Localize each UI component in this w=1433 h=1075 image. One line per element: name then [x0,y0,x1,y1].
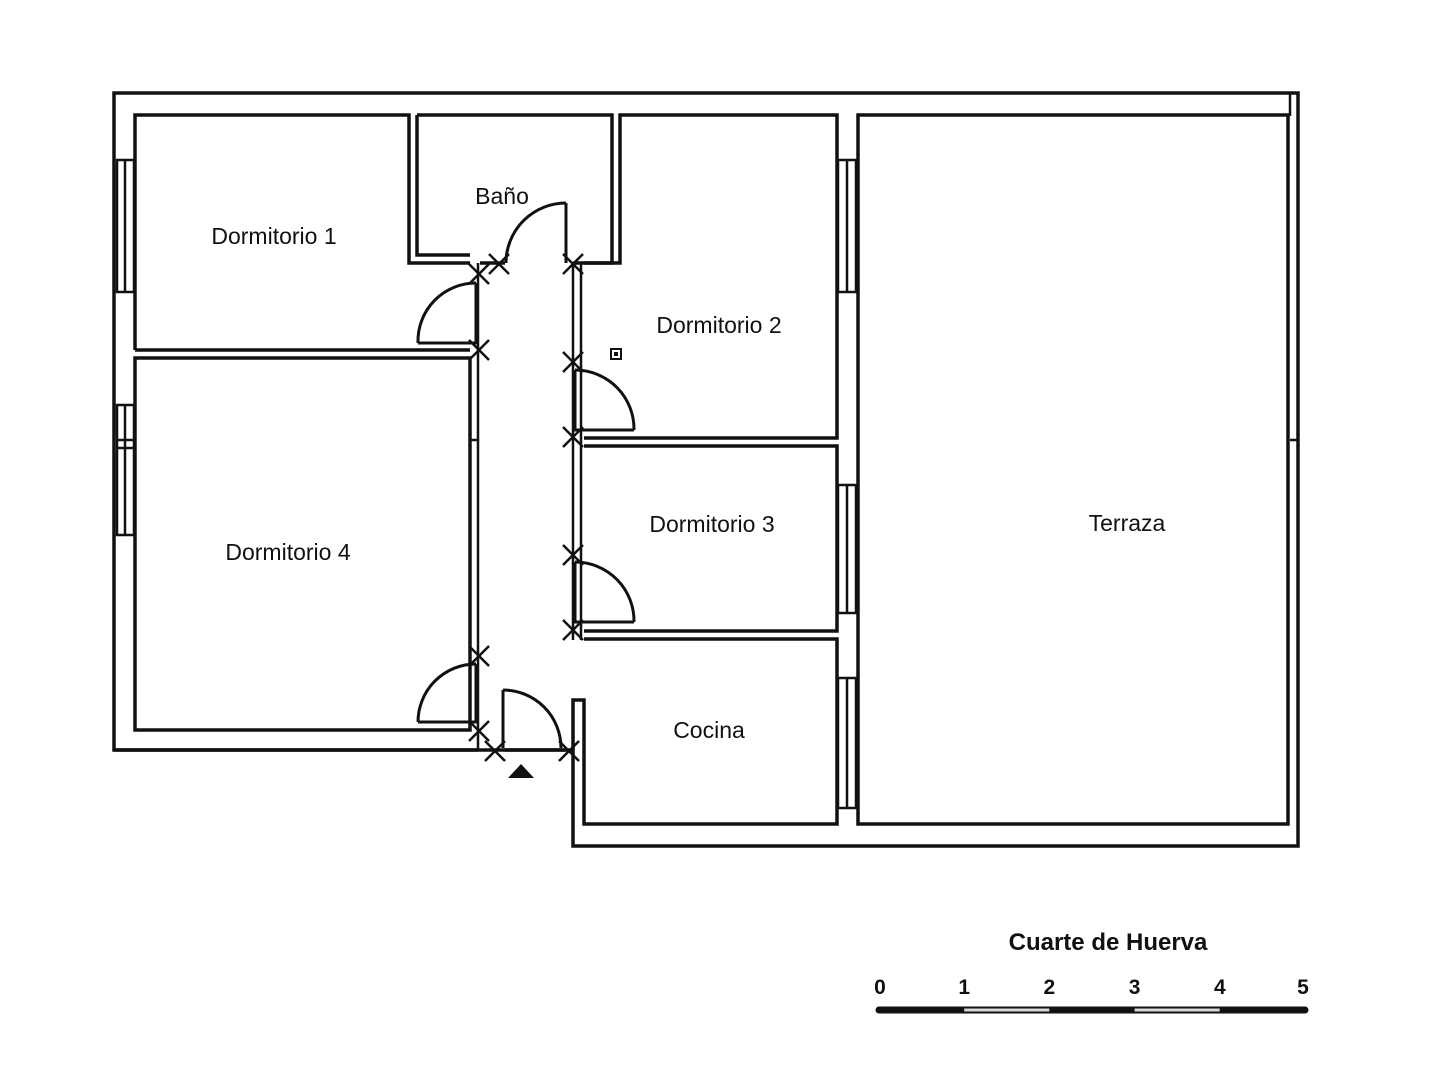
room-dormitorio-4-walls [133,356,472,732]
scale-segment-4 [1219,1008,1301,1012]
opening-marker-4 [468,339,490,361]
opening-marker-7 [562,544,584,566]
room-dormitorio-2-walls [584,113,839,440]
opening-marker-12 [558,740,580,762]
room-cocina-walls [571,637,839,826]
label-dormitorio-4: Dormitorio 4 [225,539,350,565]
scale-tick-label-2: 2 [1044,976,1056,999]
opening-marker-5 [562,351,584,373]
door-dormitorio-1 [416,281,478,345]
scale-segment-0 [883,1008,965,1012]
entrance-arrow-icon [508,764,534,778]
door-bano [504,201,568,264]
label-cocina: Cocina [673,717,745,743]
label-dormitorio-2: Dormitorio 2 [656,312,781,338]
scale-tick-label-3: 3 [1129,976,1141,999]
opening-marker-11 [484,740,506,762]
door-dormitorio-3 [573,560,636,624]
scale-segment-1 [964,1008,1050,1012]
scale-tick-label-0: 0 [874,976,886,999]
label-terraza: Terraza [1089,510,1166,536]
label-bano: Baño [475,183,529,209]
room-dormitorio-3-walls [584,444,839,633]
opening-markers [468,253,584,762]
room-terraza-walls [856,113,1290,826]
opening-marker-3 [562,253,584,275]
scale-tick-label-5: 5 [1297,976,1309,999]
opening-marker-2 [488,253,510,275]
corridor-walls [114,263,583,752]
opening-marker-10 [468,720,490,742]
door-dormitorio-2 [573,368,636,432]
scale-segment-2 [1049,1008,1135,1012]
opening-marker-9 [468,645,490,667]
doors [416,201,636,749]
door-dormitorio-4 [416,662,478,724]
label-dormitorio-3: Dormitorio 3 [649,511,774,537]
scale-segment-3 [1134,1008,1220,1012]
opening-marker-6 [562,426,584,448]
scale-tick-label-1: 1 [958,976,970,999]
small-square-icon [610,348,622,360]
door-entrance [501,688,563,749]
label-dormitorio-1: Dormitorio 1 [211,223,336,249]
opening-marker-8 [562,619,584,641]
location-caption: Cuarte de Huerva [1009,929,1208,956]
scale-bar: 0 1 2 3 4 5 [874,976,1309,1014]
opening-marker-1 [468,263,490,285]
windows [115,158,1298,810]
scale-tick-label-4: 4 [1214,976,1226,999]
